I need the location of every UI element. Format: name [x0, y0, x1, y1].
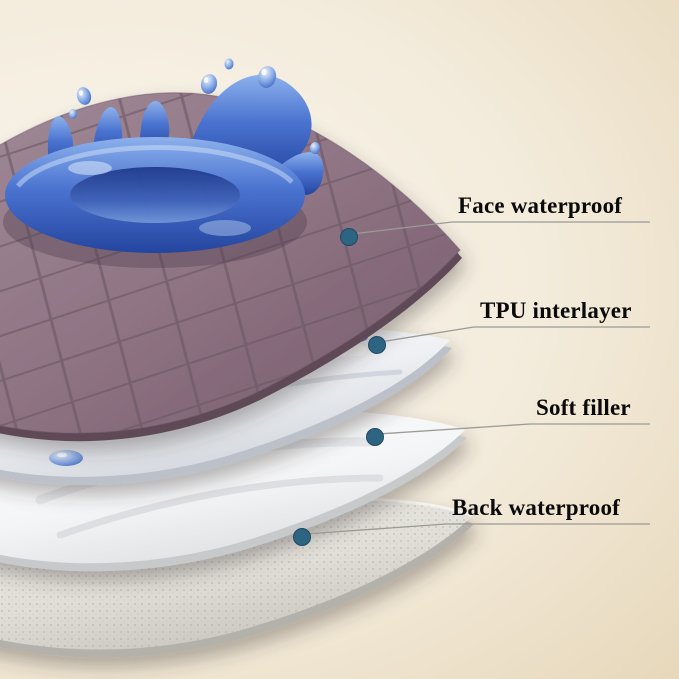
callout-connector [379, 326, 475, 343]
callout-dot [293, 528, 311, 546]
label-soft-filler: Soft filler [536, 395, 631, 420]
callout-dots [293, 228, 386, 546]
callout-dot [340, 228, 358, 246]
callout-connector [304, 523, 447, 535]
callout-dot [366, 428, 384, 446]
label-back-waterproof: Back waterproof [452, 495, 621, 520]
label-tpu-interlayer: TPU interlayer [480, 298, 632, 323]
label-face-waterproof: Face waterproof [458, 193, 623, 218]
water-droplet [69, 58, 320, 154]
callout-dot [368, 336, 386, 354]
callout-connector [377, 423, 531, 435]
filler-fluff-stroke [56, 474, 384, 539]
water-splash [3, 58, 324, 268]
callout-lines [304, 221, 650, 535]
callout-connector [351, 221, 453, 235]
